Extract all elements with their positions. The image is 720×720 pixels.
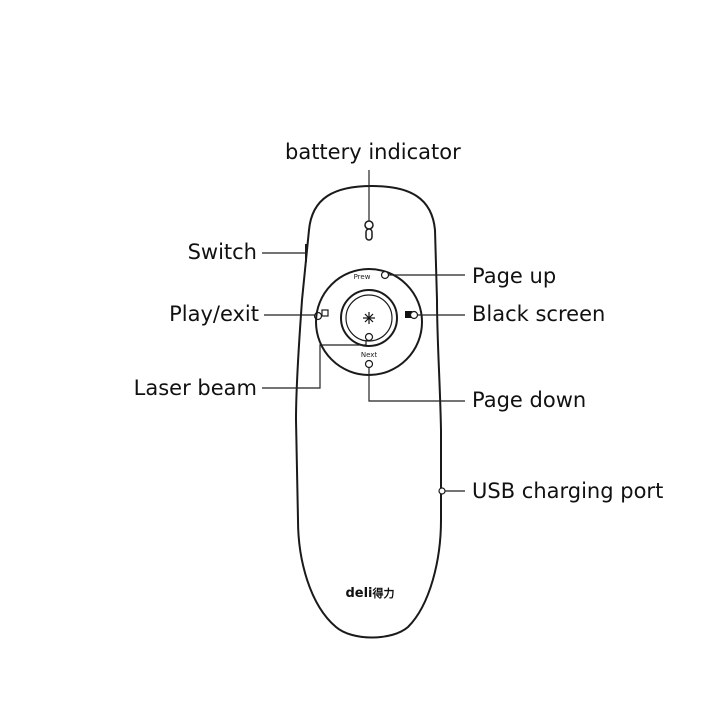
label-switch: Switch [187, 240, 257, 264]
leader-lines [262, 170, 465, 492]
black-screen-icon [405, 310, 419, 320]
battery-indicator-light [364, 220, 374, 230]
usb-port-marker [438, 487, 446, 495]
label-page-up: Page up [472, 264, 557, 288]
battery-indicator-slot [365, 228, 373, 241]
brand-cjk: 得力 [372, 586, 395, 600]
page-up-marker [380, 270, 390, 280]
label-play-exit: Play/exit [169, 302, 259, 326]
page-down-marker [364, 359, 374, 369]
prev-text: Prew [354, 273, 371, 281]
brand-logo: deli得力 [345, 586, 394, 601]
leader-page-down [368, 368, 465, 402]
play-exit-icon [313, 309, 329, 321]
brand-latin: deli [345, 586, 372, 601]
next-text: Next [361, 351, 378, 359]
laser-beam-marker [364, 332, 374, 342]
label-page-down: Page down [472, 388, 587, 412]
leader-laser-beam [262, 340, 367, 389]
label-battery-indicator: battery indicator [285, 140, 461, 164]
laser-icon [363, 312, 375, 324]
remote-body [294, 184, 442, 639]
label-usb-charging-port: USB charging port [472, 479, 664, 503]
label-black-screen: Black screen [472, 302, 606, 326]
label-laser-beam: Laser beam [133, 376, 257, 400]
